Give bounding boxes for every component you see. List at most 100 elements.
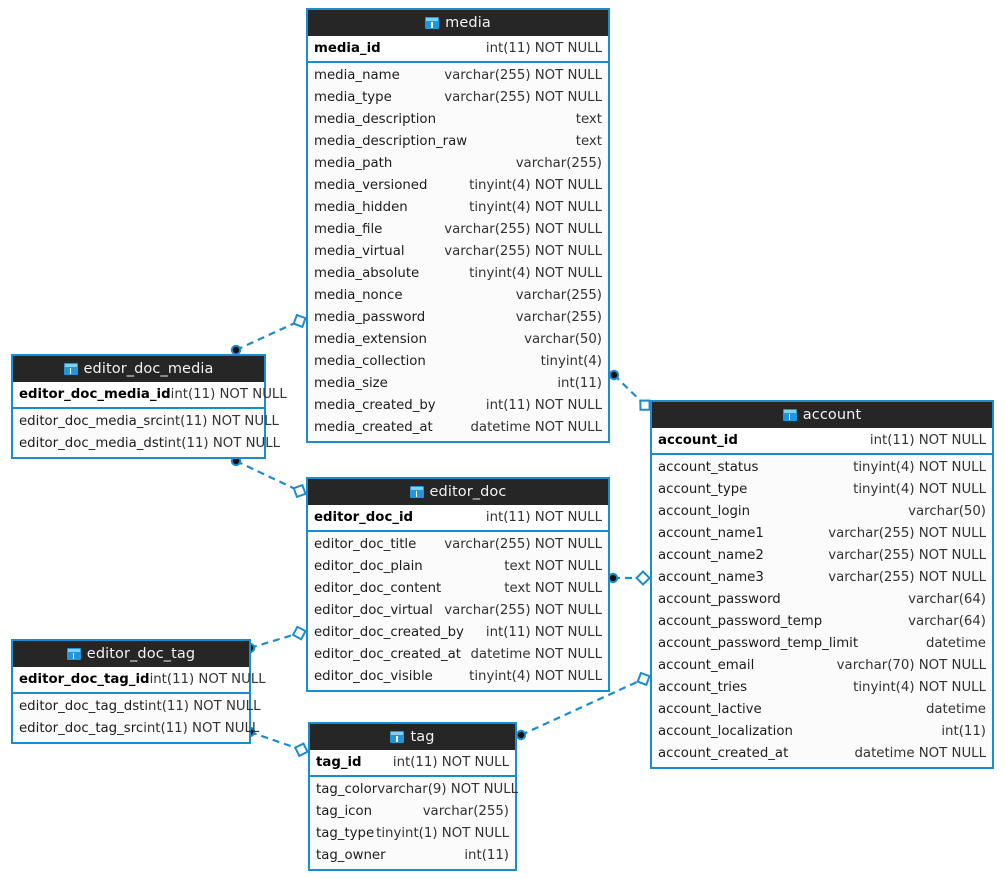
column-name: media_path: [314, 156, 393, 171]
pk-row-account_id[interactable]: account_id int(11) NOT NULL: [652, 428, 992, 455]
entity-account[interactable]: account account_id int(11) NOT NULL acco…: [650, 400, 994, 769]
entity-header-editor_doc[interactable]: editor_doc: [308, 479, 608, 505]
attribute-row-account_password_temp_limit[interactable]: account_password_temp_limit datetime: [652, 633, 992, 655]
column-type: int(11): [557, 376, 602, 391]
attribute-row-media_created_at[interactable]: media_created_at datetime NOT NULL: [308, 417, 608, 439]
rel-editor-doc-media-to-media[interactable]: [230, 313, 307, 356]
attribute-row-media_hidden[interactable]: media_hidden tinyint(4) NOT NULL: [308, 197, 608, 219]
column-type: int(11) NOT NULL: [143, 721, 260, 736]
attribute-row-media_name[interactable]: media_name varchar(255) NOT NULL: [308, 65, 608, 87]
attribute-row-media_collection[interactable]: media_collection tinyint(4): [308, 351, 608, 373]
attribute-row-tag_owner[interactable]: tag_owner int(11): [310, 845, 515, 867]
attribute-row-account_name2[interactable]: account_name2 varchar(255) NOT NULL: [652, 545, 992, 567]
pk-row-editor_doc_id[interactable]: editor_doc_id int(11) NOT NULL: [308, 505, 608, 532]
attribute-row-account_localization[interactable]: account_localization int(11): [652, 721, 992, 743]
attribute-row-media_created_by[interactable]: media_created_by int(11) NOT NULL: [308, 395, 608, 417]
attribute-row-account_name3[interactable]: account_name3 varchar(255) NOT NULL: [652, 567, 992, 589]
column-name: tag_id: [316, 755, 362, 770]
attribute-row-editor_doc_plain[interactable]: editor_doc_plain text NOT NULL: [308, 556, 608, 578]
attribute-row-account_email[interactable]: account_email varchar(70) NOT NULL: [652, 655, 992, 677]
entity-tag[interactable]: tag tag_id int(11) NOT NULL tag_color va…: [308, 722, 518, 871]
entity-editor_doc_tag[interactable]: editor_doc_tag editor_doc_tag_id int(11)…: [11, 639, 266, 744]
attribute-row-tag_color[interactable]: tag_color varchar(9) NOT NULL: [310, 779, 518, 801]
attribute-row-media_type[interactable]: media_type varchar(255) NOT NULL: [308, 87, 608, 109]
column-name: editor_doc_content: [314, 581, 442, 596]
attribute-row-tag_icon[interactable]: tag_icon varchar(255): [310, 801, 515, 823]
attribute-row-editor_doc_title[interactable]: editor_doc_title varchar(255) NOT NULL: [308, 534, 608, 556]
pk-row-editor_doc_media_id[interactable]: editor_doc_media_id int(11) NOT NULL: [13, 382, 287, 409]
entity-editor_doc[interactable]: editor_doc editor_doc_id int(11) NOT NUL…: [306, 477, 610, 692]
column-name: account_lactive: [658, 702, 762, 717]
entity-header-editor_doc_media[interactable]: editor_doc_media: [13, 356, 264, 382]
rel-editor-doc-to-account[interactable]: [607, 570, 651, 586]
column-name: account_tries: [658, 680, 748, 695]
entity-editor_doc_media[interactable]: editor_doc_media editor_doc_media_id int…: [11, 354, 287, 459]
column-name: account_password_temp: [658, 614, 823, 629]
column-type: int(11) NOT NULL: [869, 433, 986, 448]
pk-row-media_id[interactable]: media_id int(11) NOT NULL: [308, 36, 608, 63]
rel-editor-doc-tag-to-editor-doc[interactable]: [244, 625, 307, 654]
attribute-row-editor_doc_media_dst[interactable]: editor_doc_media_dst int(11) NOT NULL: [13, 433, 280, 455]
column-name: media_size: [314, 376, 388, 391]
attribute-row-media_extension[interactable]: media_extension varchar(50): [308, 329, 608, 351]
rel-media-to-account[interactable]: [608, 369, 651, 411]
column-type: int(11) NOT NULL: [485, 41, 602, 56]
attribute-row-editor_doc_media_src[interactable]: editor_doc_media_src int(11) NOT NULL: [13, 411, 279, 433]
column-type: int(11): [464, 848, 509, 863]
pk-row-editor_doc_tag_id[interactable]: editor_doc_tag_id int(11) NOT NULL: [13, 667, 266, 694]
column-type: tinyint(4) NOT NULL: [469, 669, 602, 684]
attribute-row-account_login[interactable]: account_login varchar(50): [652, 501, 992, 523]
column-type: datetime NOT NULL: [470, 647, 602, 662]
rel-editor-doc-media-to-editor-doc[interactable]: [230, 455, 307, 499]
column-type: varchar(255) NOT NULL: [444, 244, 602, 259]
column-type: int(11) NOT NULL: [149, 672, 266, 687]
column-type: tinyint(4) NOT NULL: [469, 266, 602, 281]
table-icon: [63, 363, 78, 375]
pk-row-tag_id[interactable]: tag_id int(11) NOT NULL: [310, 750, 515, 777]
entity-header-account[interactable]: account: [652, 402, 992, 428]
attribute-row-editor_doc_virtual[interactable]: editor_doc_virtual varchar(255) NOT NULL: [308, 600, 608, 622]
entity-header-editor_doc_tag[interactable]: editor_doc_tag: [13, 641, 249, 667]
column-type: tinyint(1) NOT NULL: [376, 826, 509, 841]
column-type: varchar(255): [515, 310, 602, 325]
column-type: int(11) NOT NULL: [170, 387, 287, 402]
attribute-row-media_virtual[interactable]: media_virtual varchar(255) NOT NULL: [308, 241, 608, 263]
entity-title: media: [445, 15, 491, 31]
column-type: varchar(255) NOT NULL: [828, 548, 986, 563]
attribute-row-media_versioned[interactable]: media_versioned tinyint(4) NOT NULL: [308, 175, 608, 197]
attribute-list: editor_doc_media_src int(11) NOT NULL ed…: [13, 409, 280, 457]
attribute-row-account_name1[interactable]: account_name1 varchar(255) NOT NULL: [652, 523, 992, 545]
table-icon: [782, 409, 797, 421]
relationship-dot-endpoint: [230, 344, 242, 356]
column-name: tag_owner: [316, 848, 386, 863]
attribute-row-media_path[interactable]: media_path varchar(255): [308, 153, 608, 175]
entity-header-tag[interactable]: tag: [310, 724, 515, 750]
attribute-row-media_description[interactable]: media_description text: [308, 109, 608, 131]
column-name: account_name3: [658, 570, 764, 585]
attribute-row-editor_doc_tag_dst[interactable]: editor_doc_tag_dst int(11) NOT NULL: [13, 696, 260, 718]
attribute-row-media_file[interactable]: media_file varchar(255) NOT NULL: [308, 219, 608, 241]
attribute-row-account_type[interactable]: account_type tinyint(4) NOT NULL: [652, 479, 992, 501]
column-type: int(11) NOT NULL: [144, 699, 261, 714]
attribute-row-media_absolute[interactable]: media_absolute tinyint(4) NOT NULL: [308, 263, 608, 285]
attribute-row-tag_type[interactable]: tag_type tinyint(1) NOT NULL: [310, 823, 515, 845]
attribute-row-media_nonce[interactable]: media_nonce varchar(255): [308, 285, 608, 307]
entity-title: editor_doc: [429, 484, 507, 500]
column-name: account_id: [658, 433, 738, 448]
attribute-row-editor_doc_visible[interactable]: editor_doc_visible tinyint(4) NOT NULL: [308, 666, 608, 688]
attribute-row-account_status[interactable]: account_status tinyint(4) NOT NULL: [652, 457, 992, 479]
attribute-row-editor_doc_content[interactable]: editor_doc_content text NOT NULL: [308, 578, 608, 600]
attribute-row-account_password[interactable]: account_password varchar(64): [652, 589, 992, 611]
attribute-row-editor_doc_created_by[interactable]: editor_doc_created_by int(11) NOT NULL: [308, 622, 608, 644]
attribute-row-editor_doc_created_at[interactable]: editor_doc_created_at datetime NOT NULL: [308, 644, 608, 666]
attribute-row-account_tries[interactable]: account_tries tinyint(4) NOT NULL: [652, 677, 992, 699]
entity-header-media[interactable]: media: [308, 10, 608, 36]
attribute-row-account_password_temp[interactable]: account_password_temp varchar(64): [652, 611, 992, 633]
entity-media[interactable]: media media_id int(11) NOT NULL media_na…: [306, 8, 610, 443]
attribute-row-account_lactive[interactable]: account_lactive datetime: [652, 699, 992, 721]
attribute-row-media_description_raw[interactable]: media_description_raw text: [308, 131, 608, 153]
attribute-row-media_password[interactable]: media_password varchar(255): [308, 307, 608, 329]
attribute-row-account_created_at[interactable]: account_created_at datetime NOT NULL: [652, 743, 992, 765]
attribute-row-media_size[interactable]: media_size int(11): [308, 373, 608, 395]
attribute-row-editor_doc_tag_src[interactable]: editor_doc_tag_src int(11) NOT NULL: [13, 718, 259, 740]
